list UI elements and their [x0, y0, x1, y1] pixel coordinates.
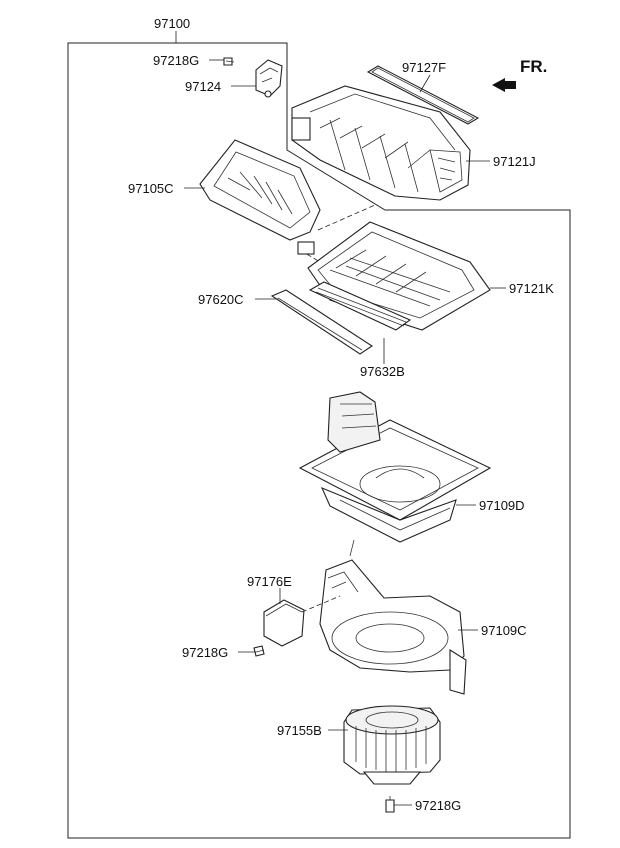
part-97121J-housing	[291, 85, 471, 201]
part-97632B-air-filter	[308, 281, 412, 331]
label-97632B: 97632B	[360, 364, 405, 379]
label-97155B: 97155B	[277, 723, 322, 738]
part-97218G-screw-bottom	[385, 796, 395, 813]
front-direction-indicator: FR.	[492, 57, 547, 92]
leader-97127F	[419, 74, 431, 93]
label-97620C: 97620C	[198, 292, 244, 307]
part-97109C-lower-case	[319, 539, 467, 695]
label-97127F: 97127F	[402, 60, 446, 75]
assembly-guide-line-3	[301, 595, 341, 613]
part-97218G-screw-top	[223, 57, 235, 66]
label-97218G-bot: 97218G	[415, 798, 461, 813]
part-97218G-screw-mid	[253, 645, 265, 657]
front-arrow-icon	[492, 78, 516, 92]
label-97176E: 97176E	[247, 574, 292, 589]
label-97218G-mid: 97218G	[182, 645, 228, 660]
label-97121J: 97121J	[493, 154, 536, 169]
assembly-frame	[67, 42, 571, 839]
label-97109D: 97109D	[479, 498, 525, 513]
assembly-label: 97100	[154, 16, 190, 31]
label-97109C: 97109C	[481, 623, 527, 638]
part-97127F-seal	[366, 65, 480, 125]
label-97121K: 97121K	[509, 281, 554, 296]
part-97155B-blower-motor	[343, 705, 441, 785]
label-97218G-top: 97218G	[153, 53, 199, 68]
label-97124: 97124	[185, 79, 221, 94]
assembly-guide-line-1	[317, 204, 376, 231]
part-97176E-resistor	[263, 599, 305, 647]
part-97620C-cover	[270, 289, 373, 355]
front-direction-label: FR.	[520, 57, 547, 76]
part-97124-actuator	[255, 59, 283, 98]
label-97105C: 97105C	[128, 181, 174, 196]
part-97105C-intake-duct	[199, 139, 321, 241]
part-97109D-upper-case	[298, 391, 492, 543]
